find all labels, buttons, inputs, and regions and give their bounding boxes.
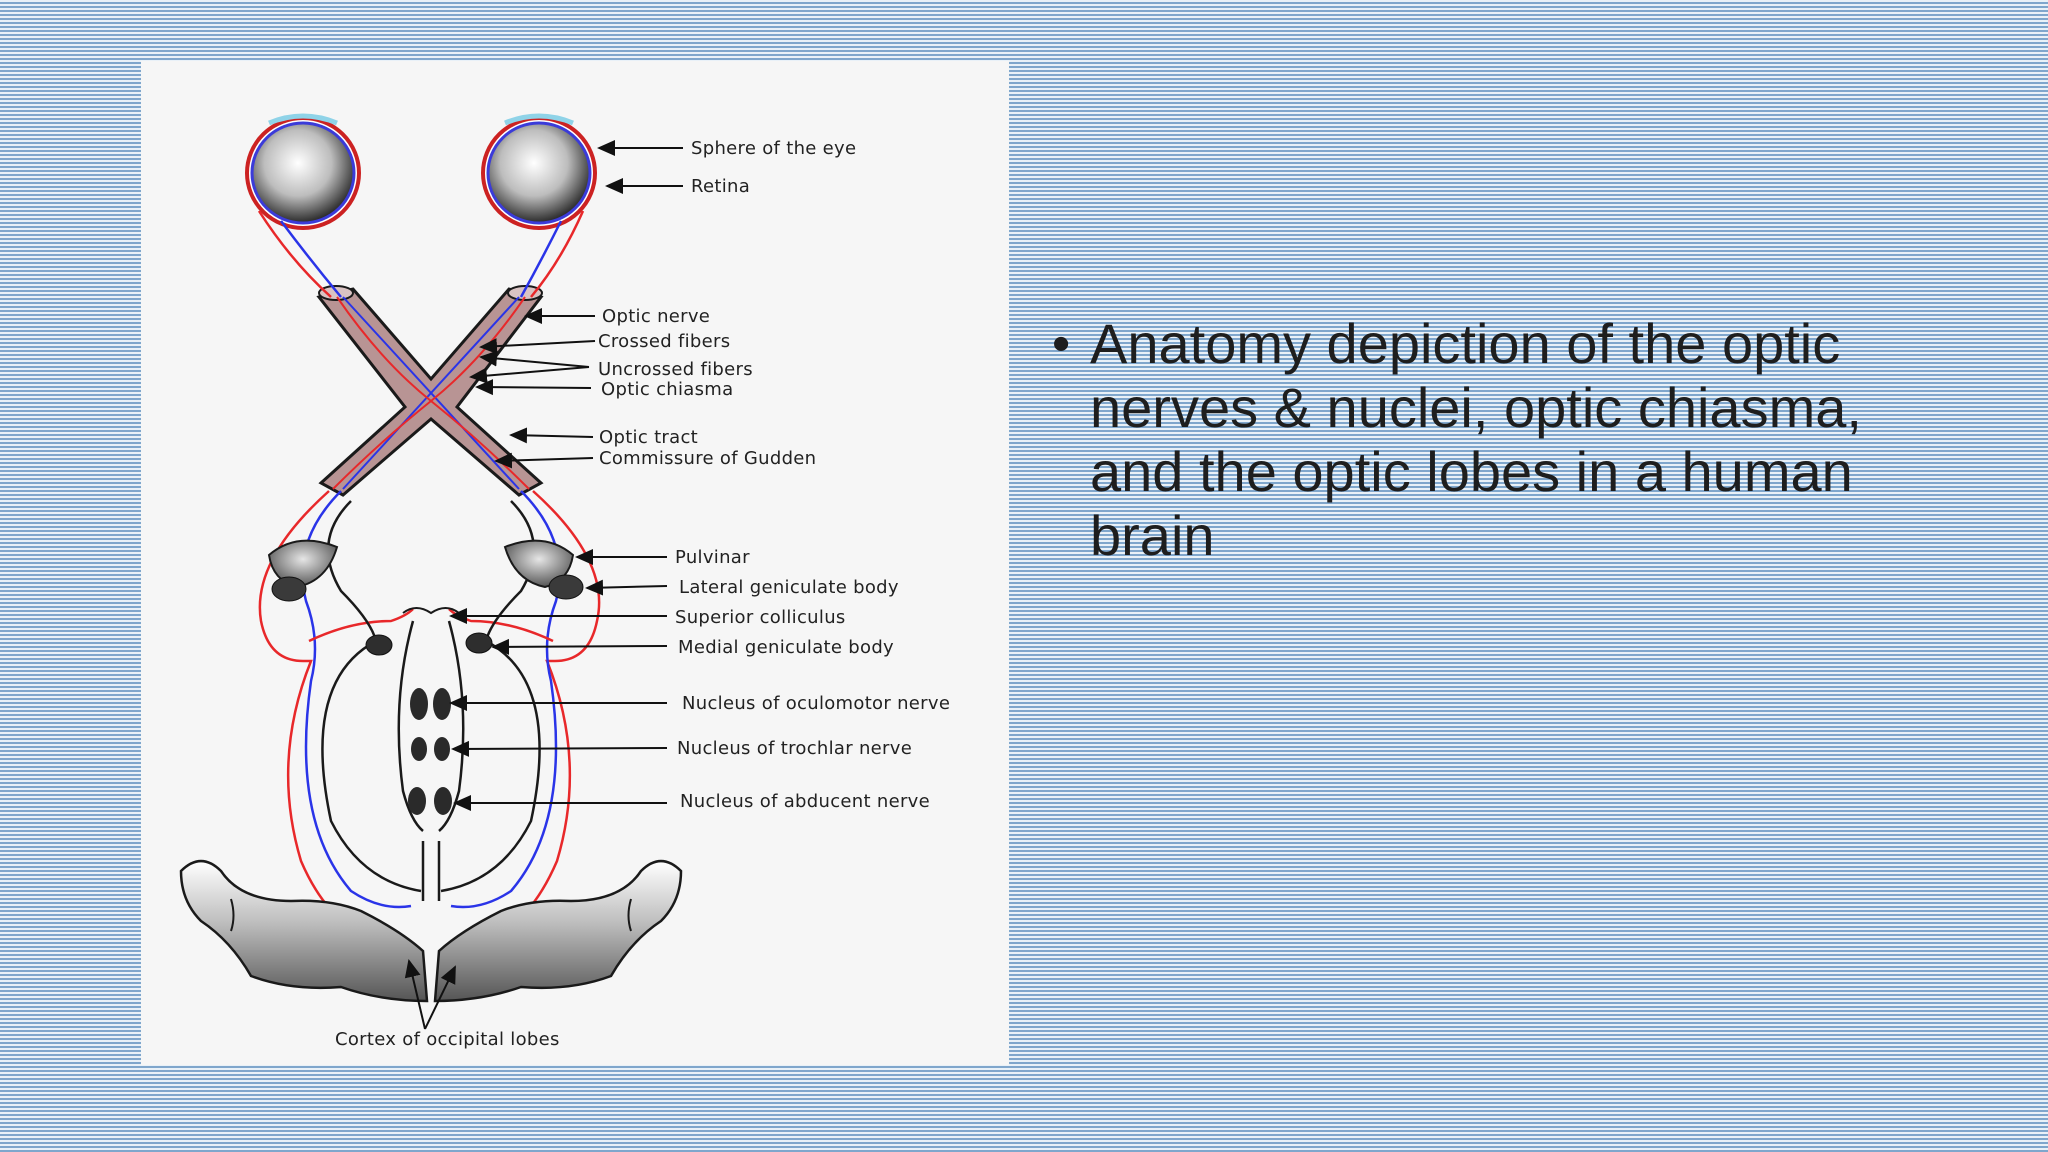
label-nucleus-oculomotor: Nucleus of oculomotor nerve [682,693,950,714]
label-uncrossed-fibers: Uncrossed fibers [598,359,753,380]
bullet-marker: • [1052,315,1071,373]
label-optic-tract: Optic tract [599,427,698,448]
optic-pathway-diagram: Sphere of the eye Retina Optic nerve Cro… [179,113,950,1050]
bullet-text: Anatomy depiction of the optic nerves & … [1090,312,1862,567]
bullet-list: • Anatomy depiction of the optic nerves … [1052,312,1892,568]
nuclei-trochlear [411,737,450,761]
pulvinar-left [267,539,339,589]
leader-lines [404,140,683,1030]
right-eye [481,113,597,230]
lateral-geniculate-right [548,574,584,600]
optic-nerve-fibers [257,210,585,298]
label-nucleus-trochlear: Nucleus of trochlar nerve [677,738,912,759]
nuclei-abducent [408,787,452,815]
label-pulvinar: Pulvinar [675,547,750,568]
left-eye [245,113,361,230]
optic-pathway-figure: Sphere of the eye Retina Optic nerve Cro… [141,61,1009,1065]
label-medial-geniculate: Medial geniculate body [678,637,894,658]
occipital-cortex [179,859,683,1003]
medial-geniculate-left [365,634,393,656]
label-lateral-geniculate: Lateral geniculate body [679,577,899,598]
label-nucleus-abducent: Nucleus of abducent nerve [680,791,930,812]
lateral-geniculate-left [271,576,307,602]
label-retina: Retina [691,176,750,197]
medial-geniculate-right [465,632,493,654]
label-superior-colliculus: Superior colliculus [675,607,846,628]
label-sphere-of-eye: Sphere of the eye [691,138,856,159]
nuclei-oculomotor [410,688,451,720]
brainstem-outline [321,500,541,901]
label-occipital-cortex: Cortex of occipital lobes [335,1029,560,1050]
optic-chiasma-shape [316,285,544,497]
label-optic-chiasma: Optic chiasma [601,379,733,400]
label-commissure-gudden: Commissure of Gudden [599,448,816,469]
label-optic-nerve: Optic nerve [602,306,710,327]
label-crossed-fibers: Crossed fibers [598,331,730,352]
